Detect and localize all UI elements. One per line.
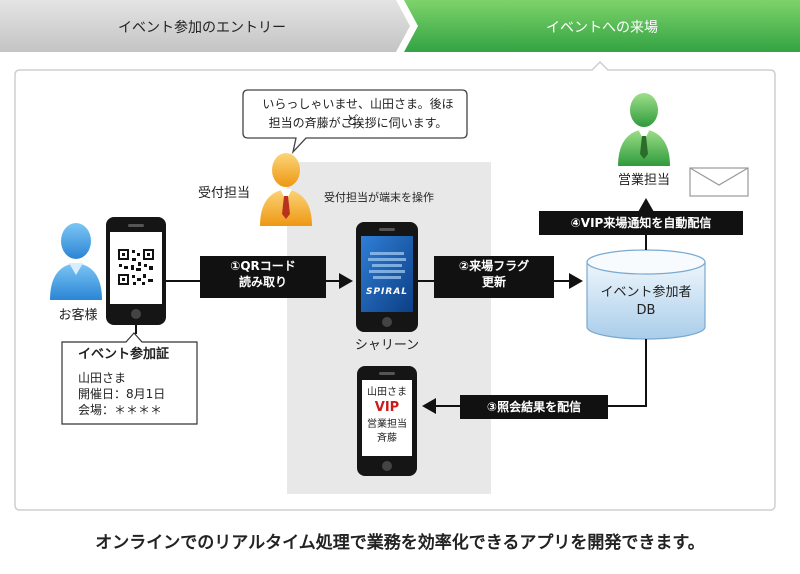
sales-person-icon	[618, 93, 670, 166]
reception-action-label: 受付担当が端末を操作	[324, 191, 434, 204]
app-name-label: シャリーン	[354, 338, 420, 353]
result-phone-icon	[357, 366, 417, 476]
reception-person-icon	[260, 153, 312, 226]
speech-bubble	[242, 89, 468, 155]
speech-line-1: いらっしゃいませ、山田さま。後ほど、	[262, 97, 454, 127]
qr-code-icon	[117, 248, 155, 286]
customer-label: お客様	[58, 308, 98, 323]
tab-visit[interactable]: イベントへの来場	[546, 20, 658, 36]
ticket-venue: 会場：＊＊＊＊	[78, 403, 163, 417]
reception-label: 受付担当	[198, 186, 251, 201]
step-1-label: ①QRコード 読み取り	[200, 256, 326, 298]
step-1-line-2: 読み取り	[238, 275, 287, 289]
result-role: 営業担当	[367, 419, 407, 430]
tab-entry-shape[interactable]	[0, 0, 410, 52]
sales-label: 営業担当	[617, 173, 670, 188]
database-label-1: イベント参加者	[600, 285, 692, 300]
ticket-name: 山田さま	[78, 371, 127, 385]
result-vip-badge: VIP	[374, 400, 400, 415]
ticket-title: イベント参加証	[78, 347, 170, 362]
spiral-logo: SPIRAL	[365, 287, 409, 297]
database-cylinder	[586, 249, 706, 340]
tab-entry[interactable]: イベント参加のエントリー	[118, 20, 286, 36]
step-1-line-1: ①QRコード	[230, 259, 296, 273]
step-2-line-1: ②来場フラグ	[458, 259, 530, 273]
scanner-phone-icon	[356, 222, 418, 332]
step-3-label: ③照会結果を配信	[460, 395, 608, 419]
step-2-label: ②来場フラグ 更新	[434, 256, 554, 298]
database-label-2: DB	[636, 303, 656, 318]
step-2-line-2: 更新	[481, 275, 506, 289]
tab-visit-shape[interactable]	[404, 0, 800, 52]
ticket-card	[61, 332, 198, 425]
step-4-label: ④VIP来場通知を自動配信	[539, 211, 743, 235]
speech-line-2: 担当の斉藤がご挨拶に伺います。	[268, 116, 448, 130]
caption: オンラインでのリアルタイム処理で業務を効率化できるアプリを開発できます。	[95, 533, 705, 553]
ticket-date: 開催日：8月1日	[78, 387, 166, 401]
result-name: 山田さま	[367, 387, 407, 398]
customer-person-icon	[50, 223, 102, 300]
result-staff: 斉藤	[377, 433, 397, 444]
envelope-icon	[689, 167, 749, 197]
